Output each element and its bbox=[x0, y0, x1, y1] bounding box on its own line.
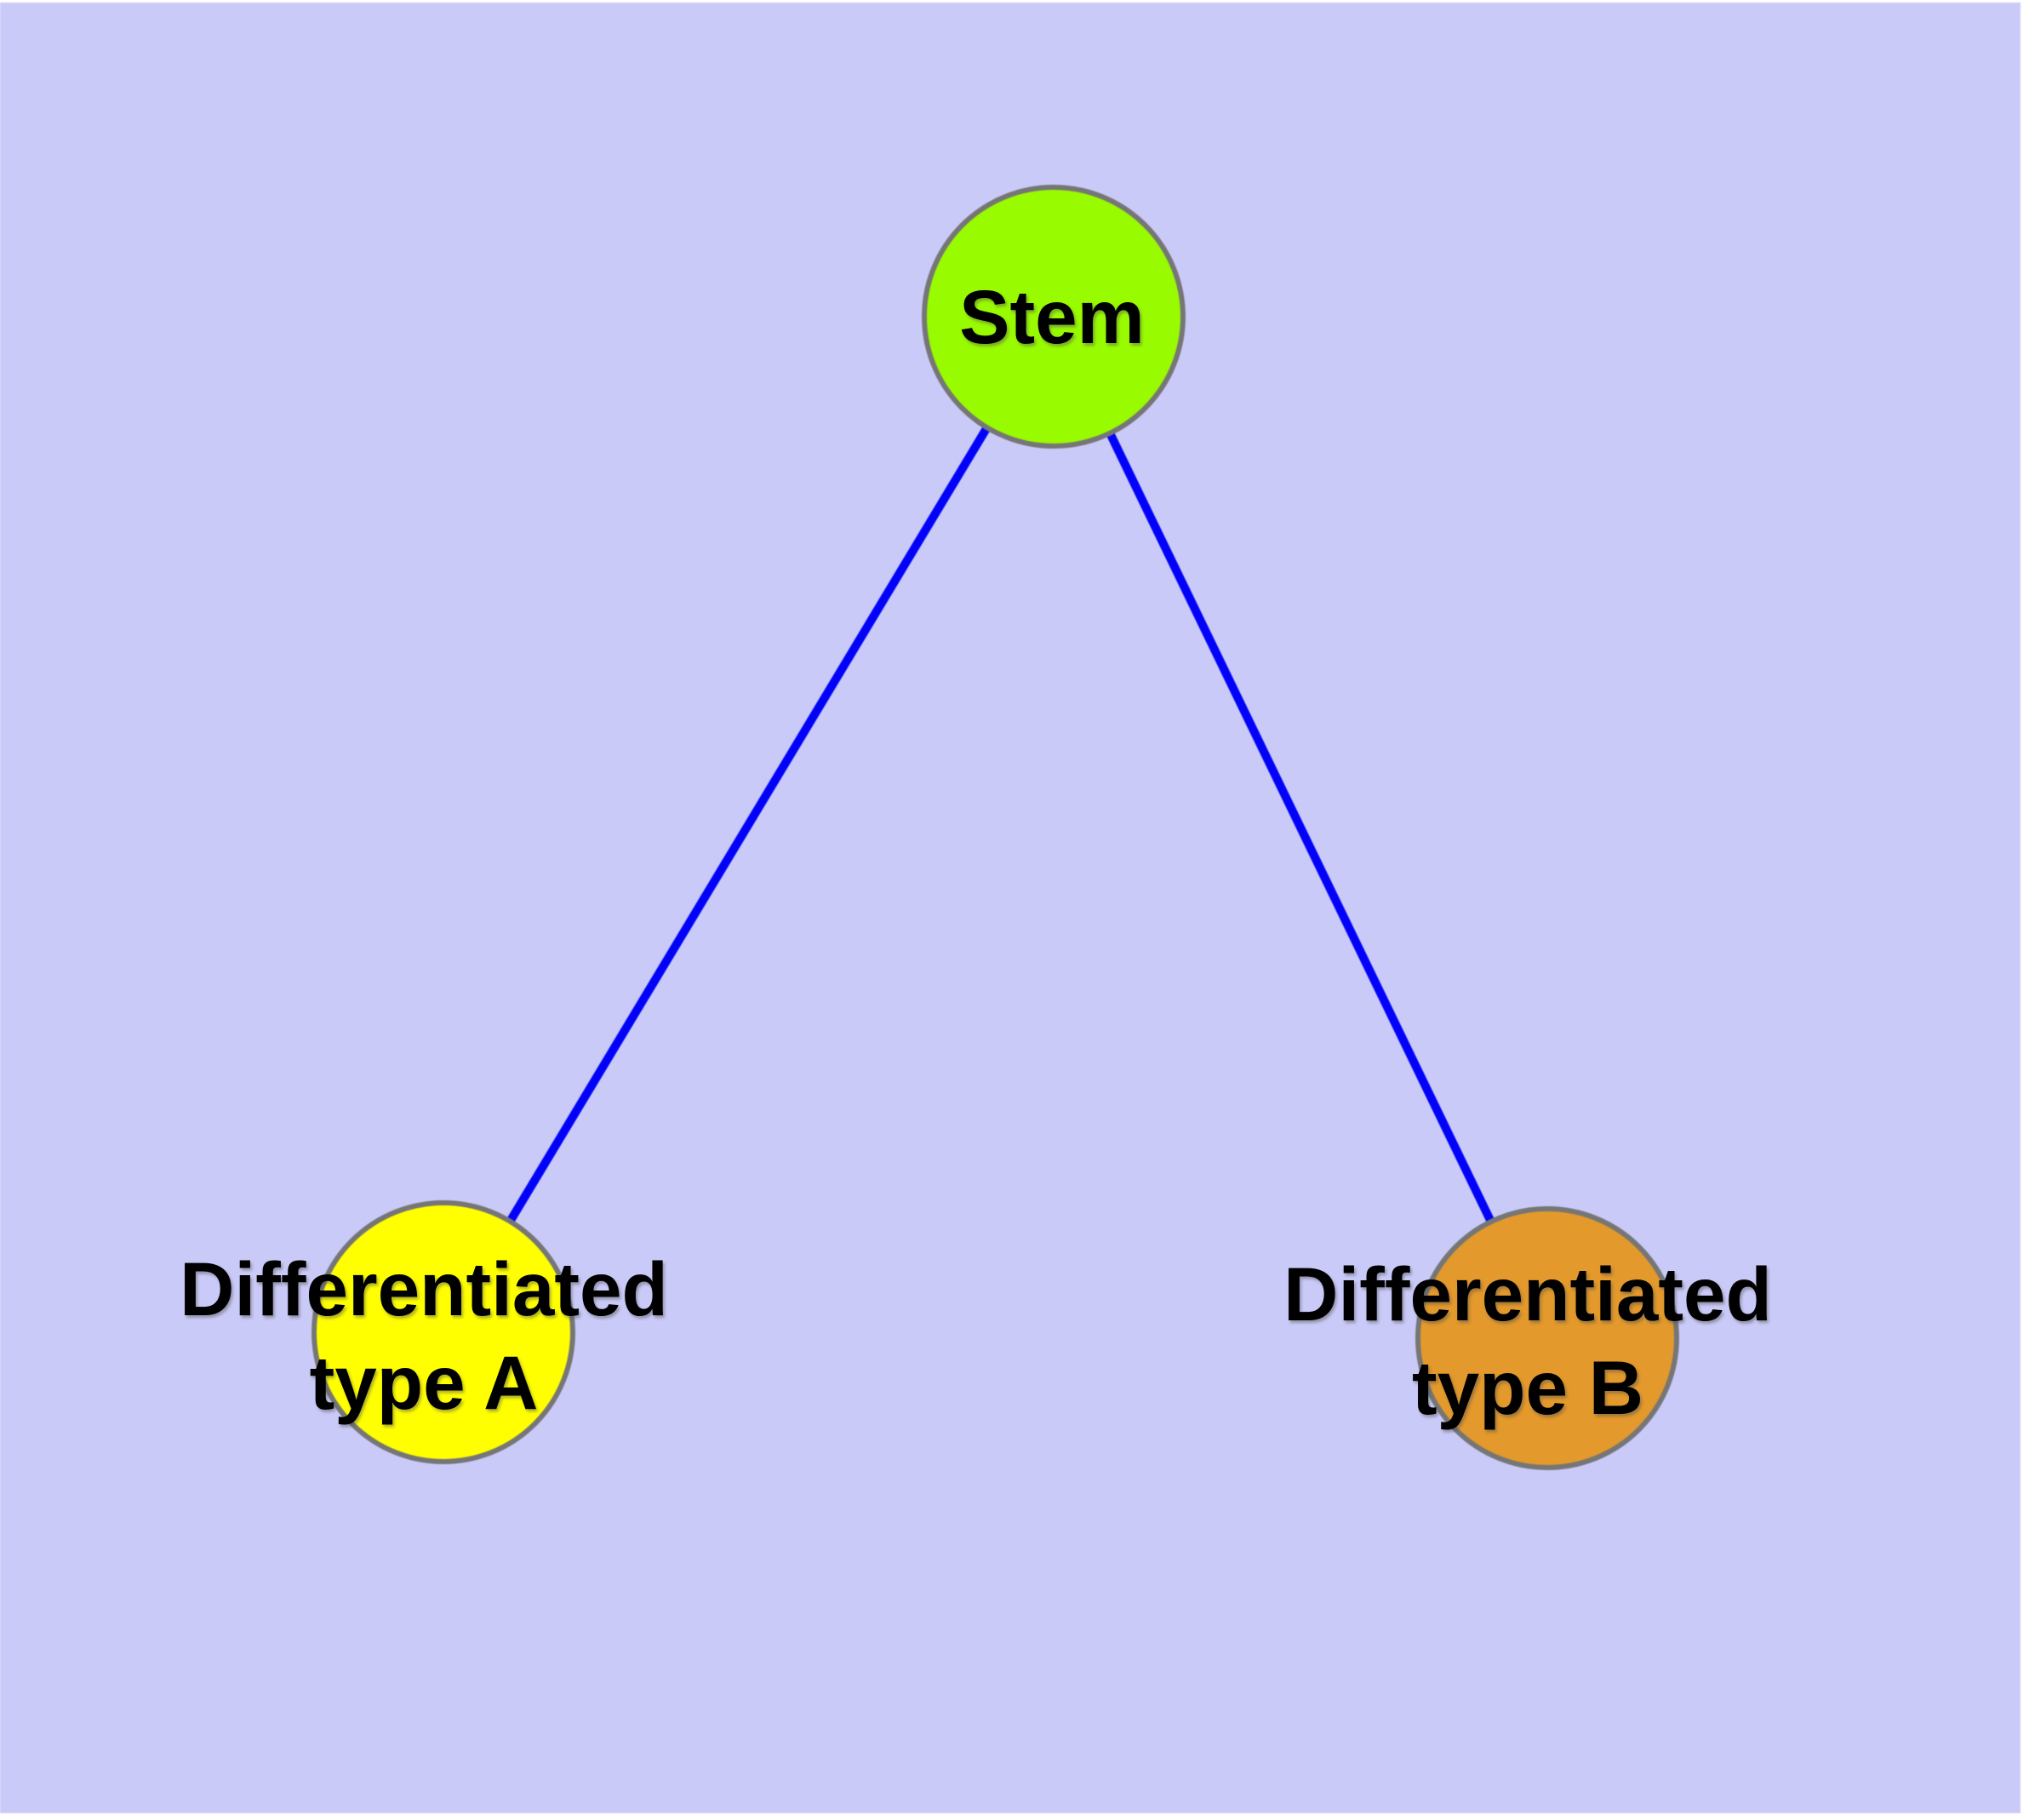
edge-stem-to-type-a bbox=[439, 314, 1058, 1335]
node-stem-circle bbox=[922, 185, 1186, 449]
edge-stem-to-type-b bbox=[1049, 314, 1552, 1341]
node-type-b-circle bbox=[1415, 1206, 1679, 1470]
node-type-a-circle bbox=[311, 1200, 575, 1464]
